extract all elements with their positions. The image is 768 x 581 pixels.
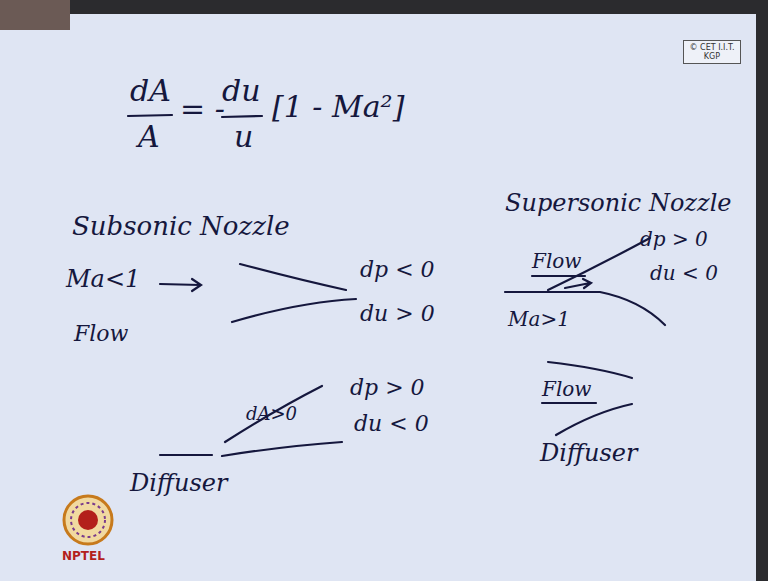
device-name: Diffuser xyxy=(540,440,637,466)
fraction-bar xyxy=(128,115,172,116)
nozzle-wall xyxy=(232,299,356,322)
diffuser-wall xyxy=(225,386,322,442)
mach-condition: Ma<1 xyxy=(66,266,140,292)
pressure-change: dp < 0 xyxy=(360,258,435,282)
flow-label: Flow xyxy=(542,378,591,400)
flow-label: Flow xyxy=(532,250,581,272)
diffuser-wall xyxy=(222,442,342,456)
area-change: dA>0 xyxy=(246,404,297,424)
flow-arrow xyxy=(160,279,201,291)
flow-arrow xyxy=(160,454,212,456)
velocity-change: du < 0 xyxy=(650,262,718,284)
equation-term: u xyxy=(234,120,253,153)
section-heading: Supersonic Nozzle xyxy=(505,190,732,216)
flow-arrow xyxy=(565,279,591,288)
nozzle-wall xyxy=(240,264,346,290)
flow-label: Flow xyxy=(74,322,128,346)
device-name: Diffuser xyxy=(130,470,227,496)
equation-term: dA xyxy=(130,74,171,107)
equation-term: A xyxy=(138,120,160,153)
diffuser-wall xyxy=(548,362,632,378)
nptel-logo xyxy=(64,496,112,544)
logo-text: NPTEL xyxy=(62,550,105,563)
diffuser-wall xyxy=(556,404,632,435)
equation-term: du xyxy=(222,74,261,107)
underline xyxy=(542,402,596,404)
equation-term: = - xyxy=(180,92,225,125)
velocity-change: du < 0 xyxy=(354,412,429,436)
hand-shadow xyxy=(0,0,70,30)
section-heading: Subsonic Nozzle xyxy=(72,212,290,241)
pressure-change: dp > 0 xyxy=(640,228,708,250)
velocity-change: du > 0 xyxy=(360,302,435,326)
paper xyxy=(0,14,756,581)
underline xyxy=(532,275,585,277)
mach-condition: Ma>1 xyxy=(508,308,570,330)
watermark-box: © CET I.I.T. KGP xyxy=(683,40,741,64)
pressure-change: dp > 0 xyxy=(350,376,425,400)
equation-term: [1 - Ma²] xyxy=(272,90,404,123)
fraction-bar xyxy=(222,116,262,117)
watermark-text: © CET I.I.T. KGP xyxy=(687,43,737,61)
